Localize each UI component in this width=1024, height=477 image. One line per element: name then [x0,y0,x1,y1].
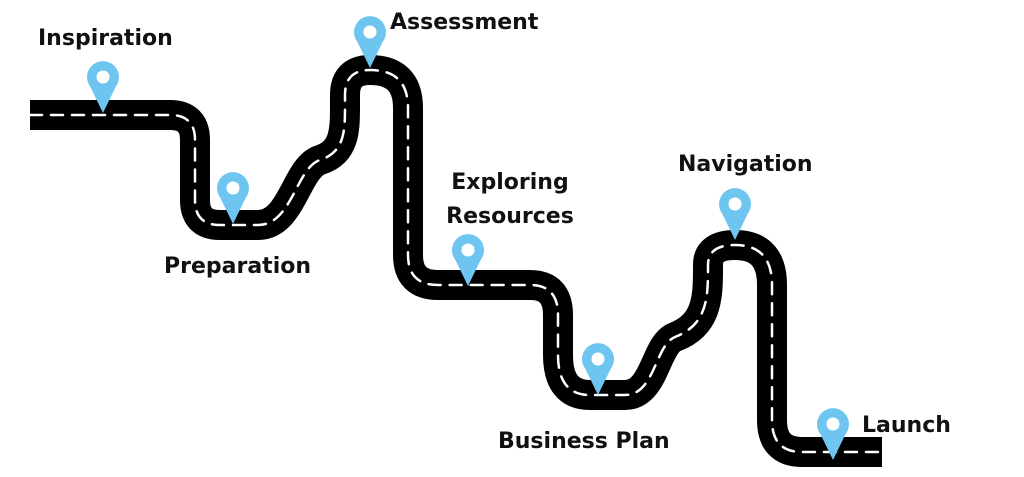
map-pin-icon [582,343,614,395]
map-pin-icon [816,408,849,460]
stage-label-exploring-resources: Exploring Resources [446,166,574,234]
map-pin-body [87,61,120,113]
stage-label-inspiration: Inspiration [38,26,173,51]
map-pin-body [452,234,484,286]
stage-label-navigation: Navigation [678,152,813,177]
map-pin-icon [87,61,120,113]
map-pin-body [217,172,249,224]
map-pin-body [719,188,751,240]
stage-label-business-plan: Business Plan [498,429,670,454]
map-pin-hole [226,181,240,195]
map-pin-icon [217,172,249,224]
map-pin-body [582,343,614,395]
map-pin-hole [826,417,840,431]
map-pin-body [354,16,386,68]
stage-label-preparation: Preparation [164,254,312,279]
stage-label-line: Exploring [451,170,569,195]
map-pin-hole [96,70,110,84]
map-pin-body [816,408,849,460]
map-pin-hole [461,243,475,257]
stage-label-launch: Launch [862,413,951,438]
map-pin-icon [719,188,751,240]
map-pin-icon [354,16,386,68]
stage-label-line: Resources [446,204,574,229]
map-pin-hole [591,352,605,366]
map-pin-icon [452,234,484,286]
map-pin-hole [363,25,377,39]
stage-label-assessment: Assessment [390,10,539,35]
lane-markings [28,68,884,454]
map-pin-hole [728,197,742,211]
